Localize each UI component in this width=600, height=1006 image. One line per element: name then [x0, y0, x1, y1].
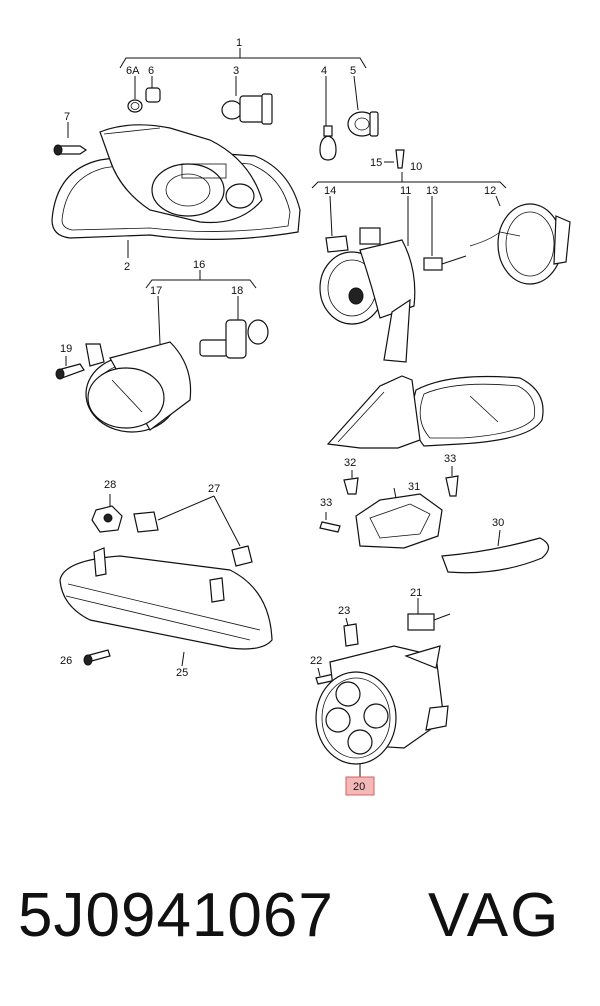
callout-11: 11: [400, 185, 411, 197]
callout-14: 14: [324, 185, 336, 197]
callout-21: 21: [410, 587, 422, 599]
foglight-upper-group: [311, 149, 571, 363]
bulb-3: [221, 76, 273, 125]
mirror-parts: [319, 466, 550, 574]
callout-19: 19: [60, 343, 72, 355]
part-number: 5J0941067: [18, 881, 334, 950]
callout-10: 10: [410, 161, 422, 173]
seal-ring-6a: [127, 99, 143, 113]
callout-27: 27: [208, 483, 220, 495]
fog-light-20: [315, 645, 449, 778]
callout-20-highlight: [345, 776, 375, 796]
foglight-20-group: [315, 598, 451, 778]
callout-17: 17: [150, 285, 162, 297]
clip-23: [343, 617, 359, 647]
callout-30: 30: [492, 517, 504, 529]
clip-27a: [133, 511, 159, 533]
screw-19: [55, 343, 105, 380]
screw-33-left: [319, 512, 341, 533]
headlight-group: [51, 48, 379, 258]
connector-13: [423, 196, 467, 271]
bracket-31: [355, 487, 443, 549]
screw-33-right: [445, 466, 459, 497]
brand-label: VAG: [428, 881, 561, 950]
callout-labels: 1 6A 6 3 4 5 7 2 15 10 14 11 13 12 16 17…: [60, 37, 504, 796]
cap-6: [145, 87, 161, 103]
callout-13: 13: [426, 185, 438, 197]
callout-7: 7: [64, 111, 70, 123]
mirror-assembly: [326, 375, 544, 449]
clips-group: [91, 494, 253, 567]
callout-28: 28: [104, 479, 116, 491]
callout-12: 12: [484, 185, 496, 197]
fog-bulb-18: [199, 296, 269, 359]
callout-6a: 6A: [126, 65, 140, 77]
callout-6: 6: [148, 65, 154, 77]
callout-26: 26: [60, 655, 72, 667]
lamp-25-group: [59, 547, 273, 667]
callout-2: 2: [124, 261, 130, 273]
callout-16: 16: [193, 259, 205, 271]
callout-22: 22: [310, 655, 322, 667]
nut-28: [91, 494, 123, 533]
callout-33-right: 33: [444, 453, 456, 465]
headlight-housing-2: [51, 124, 301, 258]
callout-15: 15: [370, 157, 382, 169]
fog-cover-12: [469, 195, 571, 285]
callout-5: 5: [350, 65, 356, 77]
callout-1: 1: [236, 37, 242, 49]
callout-3: 3: [233, 65, 239, 77]
foglight-left-group: [55, 270, 269, 433]
callout-33-left: 33: [320, 497, 332, 509]
callout-31: 31: [408, 481, 420, 493]
fog-lamp-17: [85, 295, 192, 433]
exploded-parts-diagram: 1 6A 6 3 4 5 7 2 15 10 14 11 13 12 16 17…: [51, 37, 571, 796]
fog-housing-11: [319, 196, 416, 363]
screw-32: [343, 470, 359, 495]
connector-21: [407, 598, 451, 631]
screw-7: [53, 122, 88, 156]
callout-20: 20: [353, 781, 365, 793]
screw-26: [83, 649, 111, 666]
footer: 5J0941067 VAG: [0, 880, 600, 980]
clip-27b: [231, 545, 253, 567]
callout-4: 4: [321, 65, 327, 77]
bulb-4: [319, 76, 337, 161]
trim-30: [441, 529, 550, 574]
callout-32: 32: [344, 457, 356, 469]
callout-25: 25: [176, 667, 188, 679]
bulb-holder-5: [347, 75, 379, 137]
callout-23: 23: [338, 605, 350, 617]
callout-18: 18: [231, 285, 243, 297]
